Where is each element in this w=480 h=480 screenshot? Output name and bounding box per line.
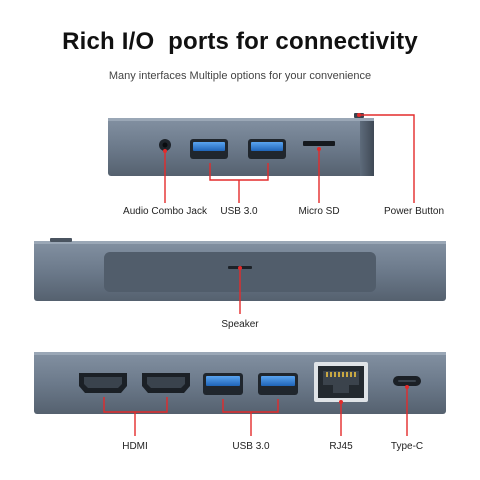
usb-port-top-2	[248, 139, 286, 159]
label-hdmi: HDMI	[122, 441, 148, 452]
label-usb-bottom: USB 3.0	[232, 441, 270, 452]
microsd-slot	[303, 141, 335, 146]
label-typec: Type-C	[390, 441, 424, 452]
hdmi-port-1	[79, 373, 127, 393]
label-rj45: RJ45	[329, 441, 353, 452]
top-callout-lines	[164, 114, 415, 203]
bottom-callout-lines	[103, 387, 408, 436]
page-subtitle: Many interfaces Multiple options for you…	[108, 70, 372, 82]
page-title: Rich I/O ports for connectivity	[62, 28, 418, 55]
audio-jack-port	[159, 139, 171, 151]
label-power-button: Power Button	[383, 206, 445, 217]
usb-port-bottom-2	[258, 373, 298, 395]
label-speaker: Speaker	[221, 319, 259, 330]
usb-port-bottom-1	[203, 373, 243, 395]
typec-port	[393, 376, 421, 386]
usb-port-top-1	[190, 139, 228, 159]
top-device-panel	[108, 113, 374, 176]
top-callout-dots	[163, 113, 361, 153]
middle-callout	[238, 266, 242, 314]
label-audio-combo-jack: Audio Combo Jack	[123, 206, 207, 217]
rj45-port	[314, 362, 368, 402]
bottom-callout-dots	[339, 385, 409, 404]
hdmi-port-2	[142, 373, 190, 393]
label-microsd: Micro SD	[298, 206, 340, 217]
label-usb-top: USB 3.0	[220, 206, 258, 217]
bottom-device-panel	[34, 352, 446, 414]
